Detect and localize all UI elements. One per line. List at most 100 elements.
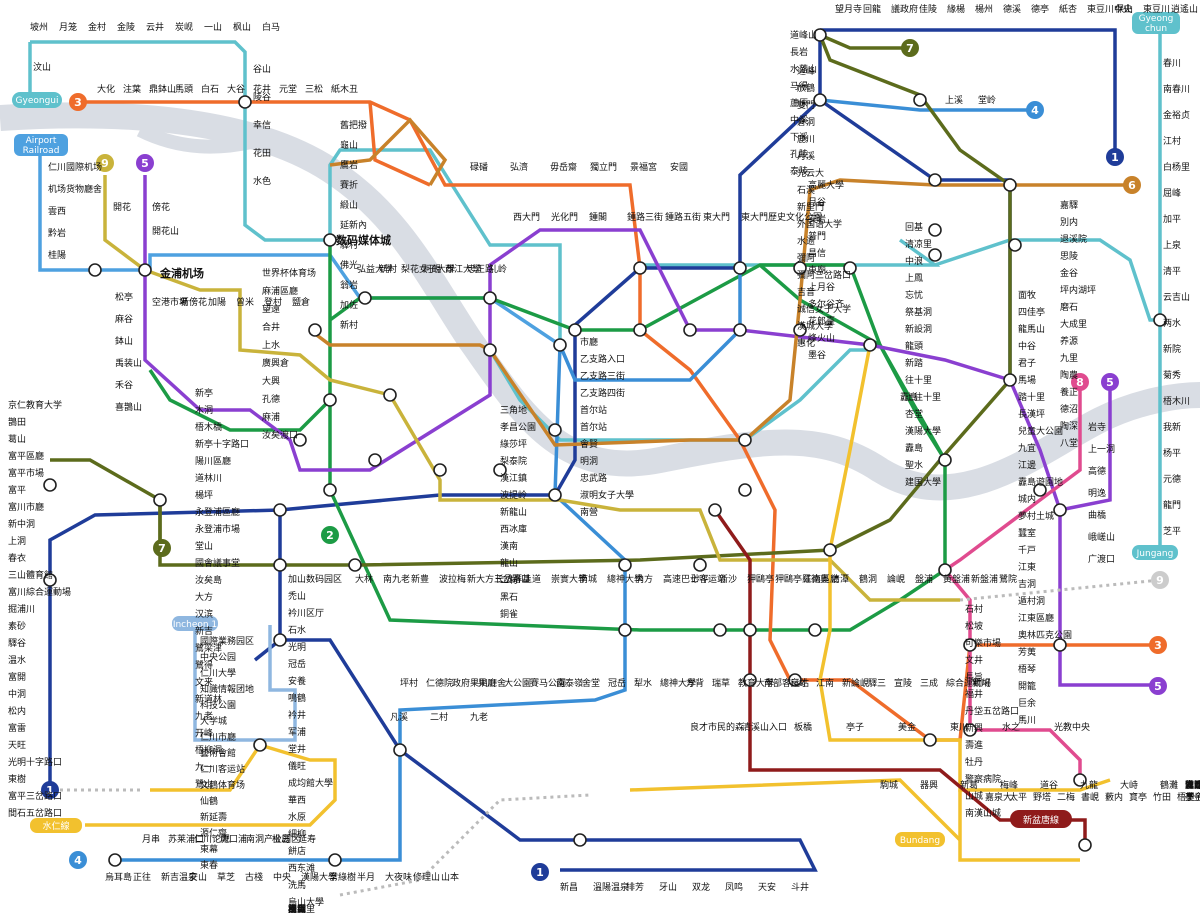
station-label-gangbuk_east[interactable]: 上鳳 <box>905 273 923 284</box>
station-label-line2_south[interactable]: 新沙 <box>719 573 737 585</box>
station-label-line7_north[interactable]: 中溪 <box>790 114 808 126</box>
station-label-line8_south[interactable]: 丹垈五岔路口 <box>965 705 1019 717</box>
station-seokgye[interactable] <box>928 173 942 187</box>
station-label-line1_top[interactable]: 紙杏 <box>1059 3 1077 15</box>
station-label-city[interactable]: 首尔站 <box>580 404 607 416</box>
station-label-line4_misc[interactable]: 二村 <box>430 711 448 723</box>
station-label-line2_south[interactable]: 砂平 <box>691 573 709 585</box>
station-label-southwest[interactable]: 京仁教育大学 <box>8 399 62 411</box>
station-label-gyeongchun_col[interactable]: 白杨里 <box>1163 161 1190 173</box>
station-label-line1_south[interactable]: 成均館大學 <box>288 777 333 789</box>
station-label-southwest[interactable]: 東樹 <box>8 773 26 785</box>
station-yaksu[interactable] <box>738 433 752 447</box>
station-label-line1_north[interactable]: 道峰 <box>797 65 815 77</box>
station-label-line3_top[interactable]: 馬頭 <box>175 84 193 95</box>
station-garak[interactable] <box>963 638 977 652</box>
station-label-line7_north[interactable]: 下溪 <box>790 131 808 143</box>
station-label-jungang_n[interactable]: 嘉驛 <box>1060 199 1078 211</box>
station-label-line1_bottom[interactable]: 斗井 <box>791 881 809 893</box>
station-label-suin_line[interactable]: 延寿 <box>298 833 316 845</box>
station-digital[interactable] <box>323 233 337 247</box>
station-label-line1_top[interactable]: 東豆川中央 <box>1087 3 1132 15</box>
station-label-line7_north[interactable]: 泰陵 <box>790 165 808 177</box>
station-label-bundang_south[interactable]: 亭子 <box>1185 791 1200 803</box>
station-label-line2_south[interactable]: 长丞拜基 <box>495 573 531 585</box>
station-label-line7_mid[interactable]: 文来 <box>195 676 213 688</box>
station-label-line3_top[interactable]: 大化 <box>97 83 115 95</box>
station-label-line7_mid[interactable]: 汉滨 <box>195 608 213 620</box>
station-label-line6_north[interactable]: 花郎臺 <box>808 315 835 327</box>
station-label-line1_north[interactable]: 鹿川 <box>797 133 815 145</box>
station-label-line1_top[interactable]: 緣楊 <box>947 3 965 15</box>
station-label-yongsan[interactable]: 二村 <box>500 574 518 586</box>
station-label-gyeongchun_col[interactable]: 屈峰 <box>1163 188 1181 199</box>
station-label-city[interactable]: 南營 <box>580 506 598 518</box>
station-label-jungang_n[interactable]: 九里 <box>1060 353 1078 364</box>
station-label-east_mid[interactable]: 蠶室 <box>1018 527 1036 539</box>
station-label-gyeongchun_col[interactable]: 新院 <box>1163 343 1181 355</box>
station-label-line7_north[interactable]: 道峰山 <box>790 29 817 41</box>
station-gangnamgu[interactable] <box>823 543 837 557</box>
station-label-line7_mid[interactable]: 九一 <box>195 762 213 773</box>
station-suseo[interactable] <box>923 733 937 747</box>
station-label-line1_north[interactable]: 漢城大學 <box>797 320 833 332</box>
station-label-east_mid[interactable]: 兒童大公園 <box>1018 425 1063 437</box>
station-label-line7_mid[interactable]: 新吉 <box>195 625 213 637</box>
station-label-hongik[interactable]: 儿岭 <box>489 263 507 275</box>
station-label-line8_col[interactable]: 曲橋 <box>1088 509 1106 521</box>
station-label-sinbundang[interactable]: 光教中央 <box>1054 721 1090 733</box>
station-taereung[interactable] <box>1003 178 1017 192</box>
station-label-airport_col[interactable]: 机场货物廳舍 <box>48 183 102 195</box>
station-label-line4_bottom[interactable]: 山本 <box>441 871 459 883</box>
station-label-kimpo[interactable]: 金浦机场 <box>159 266 204 280</box>
station-label-gyeongchun_col[interactable]: 杨平 <box>1163 447 1181 459</box>
station-label-southwest[interactable]: 掘浦川 <box>8 603 35 615</box>
station-label-gangbuk_east[interactable]: 龍頭 <box>905 340 923 352</box>
station-label-line8_south[interactable]: 石村 <box>965 603 983 615</box>
station-label-line7_mid[interactable]: 汝矣島 <box>195 574 222 586</box>
station-label-hongik[interactable]: 阿峴 <box>423 264 441 275</box>
station-label-line4_south[interactable]: 果川 <box>478 678 496 689</box>
station-label-line4_south[interactable]: 驛三 <box>868 678 886 689</box>
station-geondae[interactable] <box>938 453 952 467</box>
station-label-east_mid[interactable]: 吉洞 <box>1018 579 1036 590</box>
station-label-gyeongchun_col[interactable]: 我新 <box>1163 421 1181 433</box>
station-label-top_row[interactable]: 云井 <box>146 21 164 33</box>
station-label-line6_top[interactable]: 景福宮 <box>630 161 657 173</box>
station-label-line1_south[interactable]: 芝制 <box>288 903 306 915</box>
station-label-center[interactable]: 東大門 <box>703 211 730 223</box>
station-label-yongsan[interactable]: 龍山 <box>500 557 518 569</box>
station-gangdong[interactable] <box>1053 503 1067 517</box>
station-dogok[interactable] <box>788 673 802 687</box>
station-label-line6_north[interactable]: 安岩 <box>808 213 826 225</box>
station-label-east_mid[interactable]: 千戸 <box>1018 545 1036 556</box>
station-yangjae[interactable] <box>743 673 757 687</box>
station-label-hongik[interactable]: 西江大學 <box>445 263 481 275</box>
station-label-line4_bottom[interactable]: 正往 <box>133 871 151 883</box>
station-label-jungang_n[interactable]: 別内 <box>1060 216 1078 228</box>
station-label-line6_north[interactable]: 普門 <box>808 230 826 242</box>
station-label-hongik[interactable]: 弘益大學 <box>357 263 393 275</box>
station-gimpo[interactable] <box>138 263 152 277</box>
station-label-city[interactable]: 乙支路三街 <box>580 370 625 382</box>
station-label-line1_top[interactable]: 保山 <box>1115 3 1133 15</box>
station-label-line7_mid[interactable]: 堂山 <box>195 540 213 552</box>
station-label-line2_south[interactable]: 上道 <box>523 573 541 585</box>
station-label-east_mid[interactable]: 踏十里 <box>1018 391 1045 403</box>
station-label-bundang[interactable]: 大峙 <box>1120 779 1138 791</box>
station-label-digital[interactable]: 数码媒体城 <box>336 233 391 247</box>
station-label-line8_col[interactable]: 广渡口 <box>1088 553 1115 565</box>
station-seolleung[interactable] <box>808 623 822 637</box>
station-oksu[interactable] <box>738 483 752 497</box>
station-label-hongik[interactable]: 忠正路 <box>467 263 494 275</box>
station-label-line4_south[interactable]: 方背 <box>686 677 704 689</box>
station-label-line8_south[interactable]: 南漢山城 <box>965 807 1001 819</box>
station-label-line2_south[interactable]: 南城 <box>579 573 597 585</box>
station-label-airport_col[interactable]: 桂陽 <box>48 249 66 261</box>
station-chongsin[interactable] <box>618 558 632 572</box>
station-label-line7_mid[interactable]: 新亭十字路口 <box>195 438 249 450</box>
station-label-line8_south[interactable]: 壽進 <box>965 739 983 751</box>
station-label-line1_south[interactable]: 烏山大學 <box>288 896 324 908</box>
station-dangsan[interactable] <box>323 393 337 407</box>
station-label-line9_col[interactable]: 開花 <box>113 201 131 213</box>
